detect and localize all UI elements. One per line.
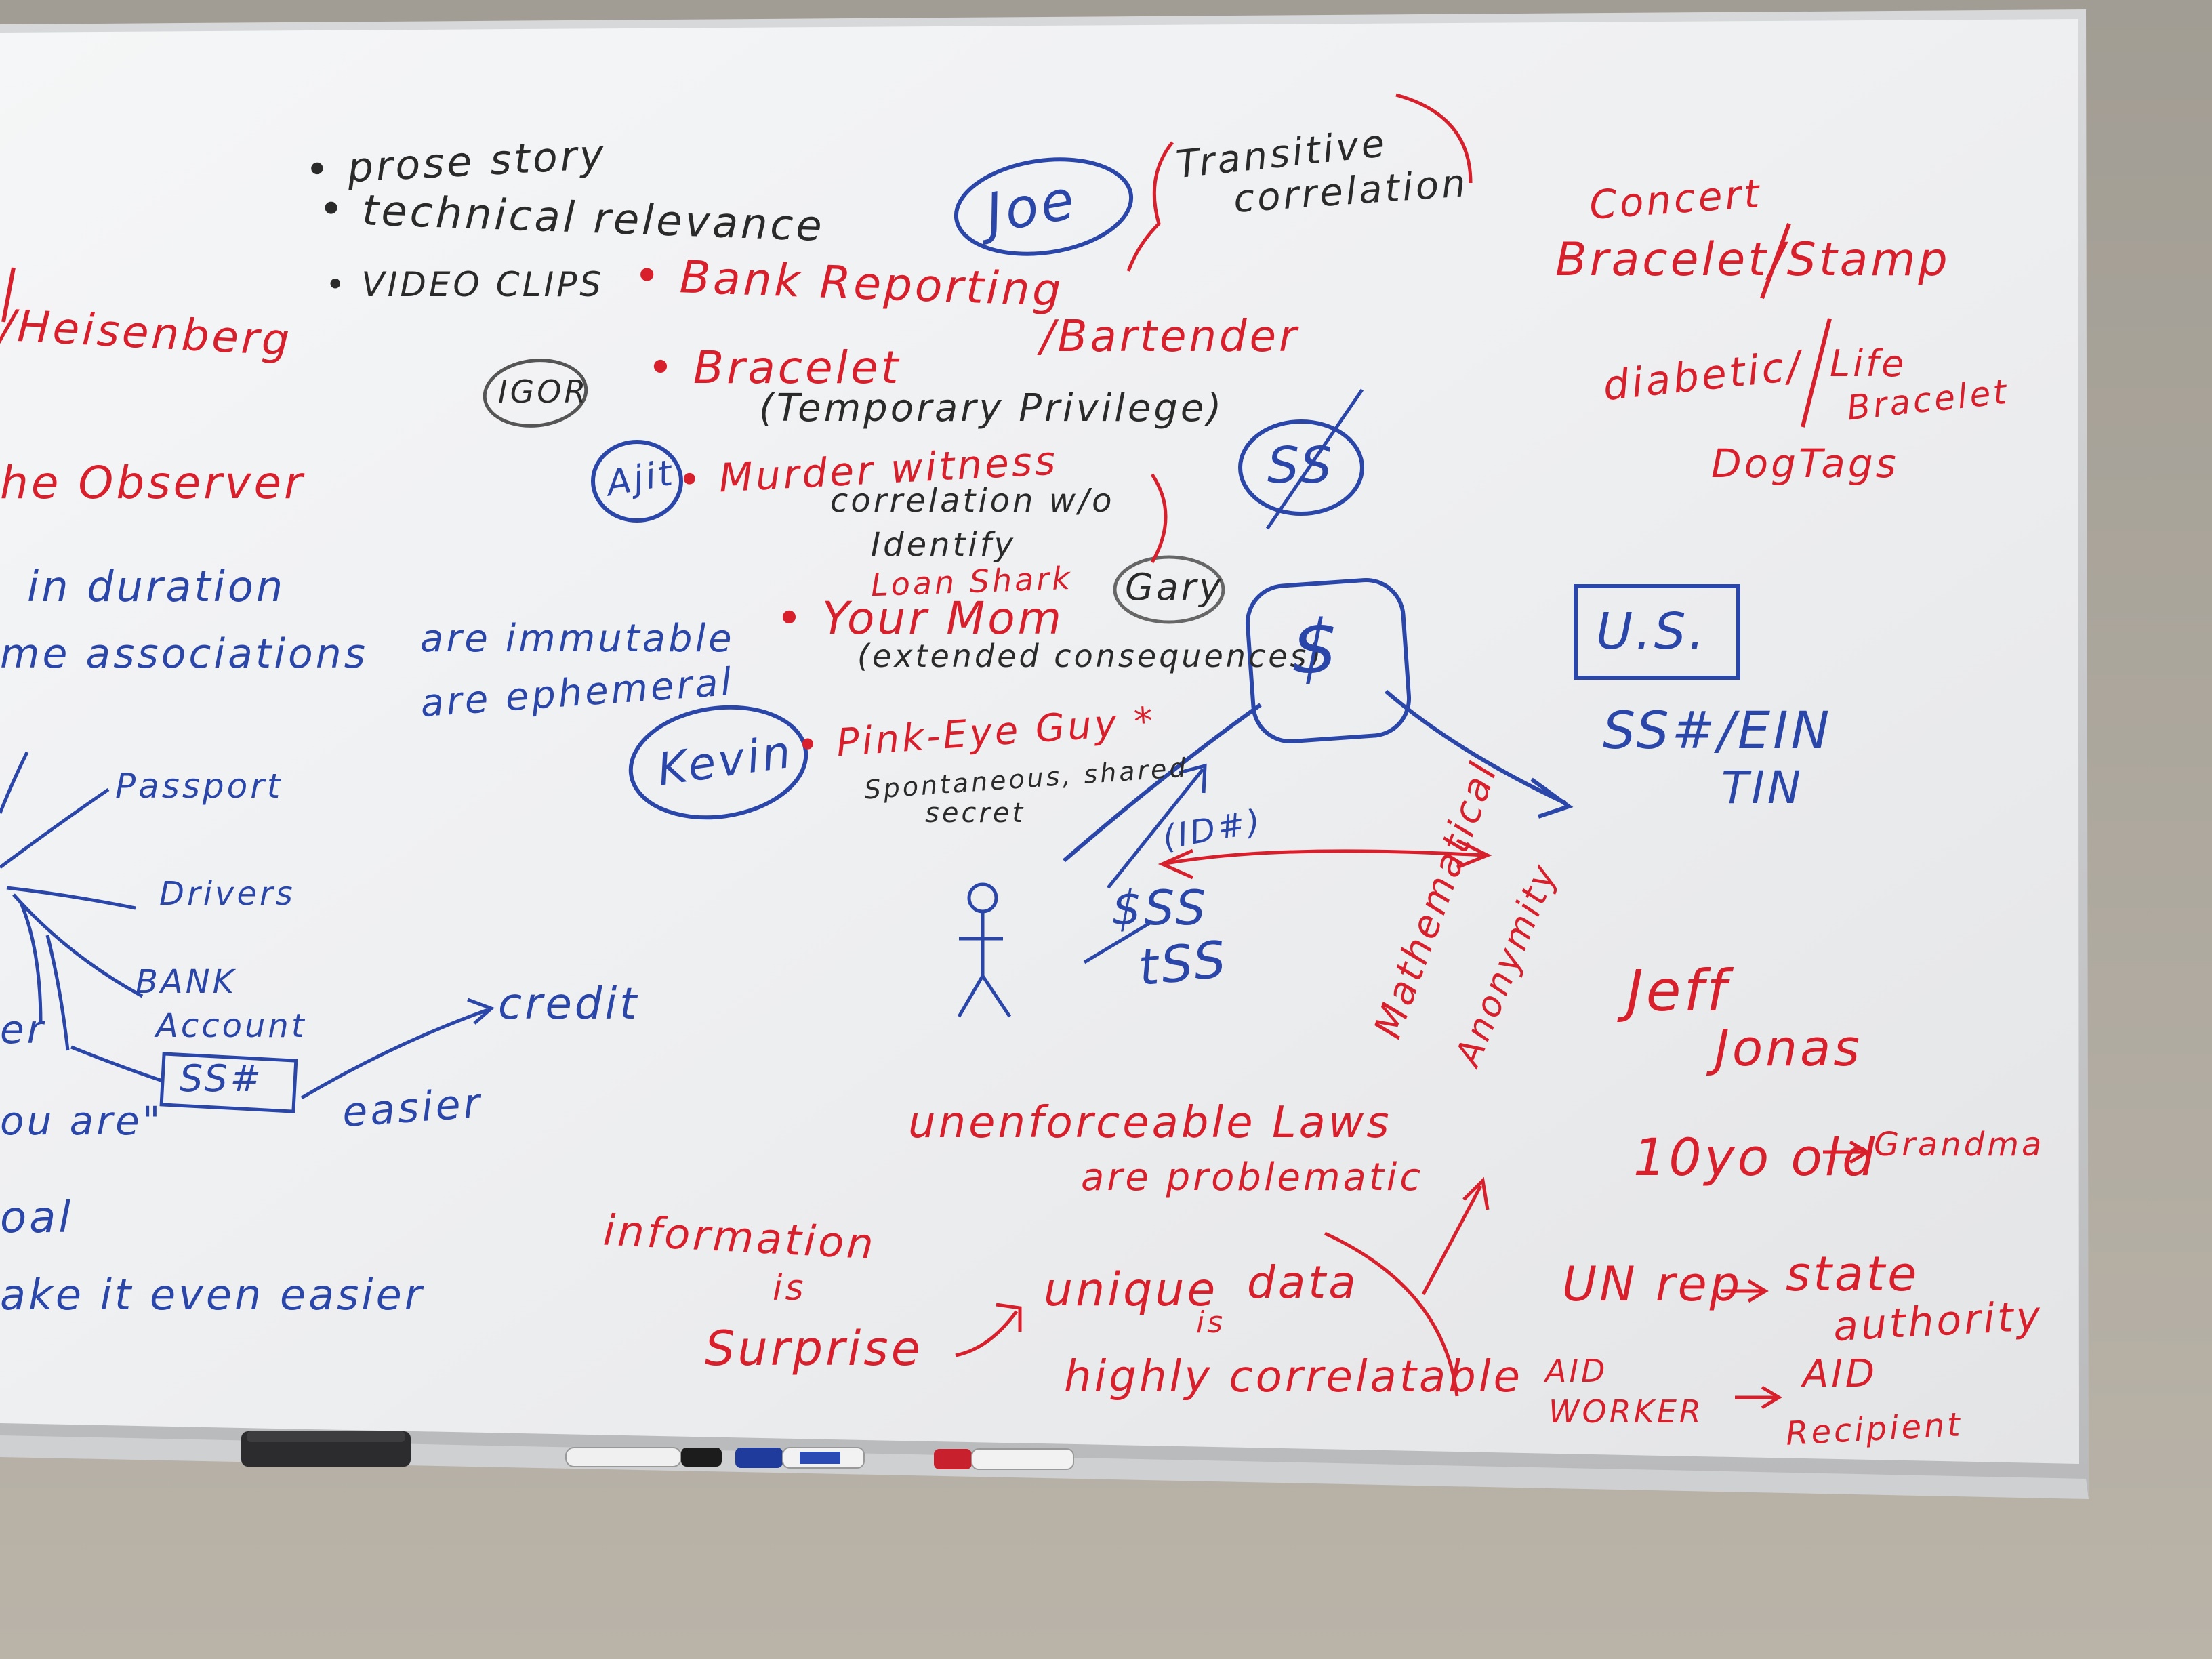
note-10yo-old: 10yo old [1633, 1127, 1878, 1187]
label-ss-ein: SS#/EIN [1603, 700, 1832, 760]
note-dogtags: DogTags [1711, 441, 1899, 487]
arrow-surprise-head [996, 1303, 1022, 1332]
blue-marker [735, 1447, 865, 1469]
arrow-un-rep [1721, 1279, 1769, 1303]
note-un-rep: UN rep [1562, 1256, 1743, 1312]
label-us: U.S. [1596, 602, 1708, 661]
arrow-to-mathematical [1421, 1185, 1483, 1296]
note-concert: Concert [1587, 170, 1763, 228]
note-bracelet-stamp: Bracelet/Stamp [1555, 233, 1950, 287]
note-aid-2: AID [1803, 1352, 1877, 1396]
note-surprise: Surprise [705, 1321, 923, 1376]
red-arc-transitive [1395, 93, 1473, 184]
red-marker [934, 1448, 1074, 1470]
note-drivers: Drivers [159, 875, 295, 913]
label-t-ss: tSS [1135, 930, 1231, 998]
red-double-arrow-head-r [1456, 838, 1492, 869]
note-passport: Passport [115, 766, 283, 806]
arrow-dollar-to-us-head [1530, 777, 1574, 819]
label-joe: Joe [981, 167, 1082, 245]
red-bracket-corr [1150, 473, 1168, 564]
red-bracket-transitive [1126, 141, 1174, 272]
note-the-observer: he Observer [0, 457, 306, 509]
note-is-2: is [1196, 1305, 1226, 1340]
note-er: er [0, 1006, 46, 1052]
note-secret: secret [925, 798, 1026, 829]
arrow-to-credit-head [467, 998, 495, 1025]
note-authority: authority [1832, 1292, 2045, 1351]
note-your-mom: • Your Mom [776, 592, 1064, 644]
arrow-to-credit [300, 1008, 489, 1100]
note-bracelet: • Bracelet [647, 342, 901, 394]
note-extended-consequences: (extended consequences) [857, 638, 1324, 674]
id-tree-lines [0, 751, 163, 1083]
dollar-ss-strike [1083, 920, 1153, 964]
ss-strike [1265, 388, 1364, 530]
arrow-head-up [1179, 763, 1207, 794]
note-highly-correlatable: highly correlatable [1064, 1352, 1523, 1402]
ajit-circle [591, 440, 683, 523]
label-dollar-ss: $SS [1111, 880, 1208, 936]
label-igor: IGOR [498, 373, 589, 410]
note-worker: WORKER [1549, 1393, 1704, 1430]
arrow-10yo [1823, 1140, 1870, 1164]
us-box [1574, 584, 1740, 680]
arrow-surprise-to-unique [955, 1310, 1019, 1357]
note-data: data [1247, 1256, 1359, 1309]
note-bank: BANK [136, 963, 237, 1001]
note-aid: AID [1545, 1353, 1608, 1389]
igor-circle [483, 359, 588, 428]
red-slash-heisenberg [1, 267, 16, 323]
label-ss-circle: SS [1267, 436, 1335, 495]
label-gary: Gary [1125, 566, 1224, 609]
red-slash-diabetic [1801, 318, 1832, 428]
dollar-box [1245, 577, 1412, 744]
note-jonas: Jonas [1715, 1019, 1862, 1078]
note-life: Life [1830, 342, 1907, 385]
kevin-circle [628, 705, 808, 820]
note-are-immutable: are immutable [420, 617, 735, 661]
note-grandma: Grandma [1874, 1126, 2045, 1164]
arrow-up-to-dollar [1107, 768, 1204, 889]
note-unique: unique [1044, 1263, 1218, 1317]
note-associations: me associations [0, 630, 369, 678]
label-ss-hash: SS# [180, 1057, 264, 1100]
note-make-it-even-easier: ake it even easier [0, 1270, 425, 1319]
eraser [241, 1431, 411, 1467]
board-surface [0, 19, 2079, 1464]
gary-circle [1113, 555, 1225, 624]
red-double-arrow [1162, 849, 1485, 866]
label-tin: TIN [1721, 762, 1804, 814]
stick-figure [957, 882, 1012, 1018]
label-dollar: $ [1291, 604, 1341, 691]
note-easier: easier [340, 1079, 485, 1137]
line-dollar-to-person [1063, 703, 1262, 863]
note-correlation-wo: correlation w/o [830, 482, 1115, 520]
note-temporary-privilege: (Temporary Privilege) [759, 386, 1225, 430]
black-marker [565, 1447, 722, 1467]
note-video-clips: • VIDEO CLIPS [325, 265, 605, 304]
arrow-aid [1735, 1385, 1782, 1410]
joe-circle [954, 157, 1134, 256]
note-in-duration: in duration [27, 562, 286, 611]
note-bartender: /Bartender [1040, 312, 1300, 362]
note-identify: Identify [871, 526, 1017, 564]
note-are-problematic: are problematic [1081, 1155, 1424, 1200]
note-credit: credit [498, 979, 640, 1029]
red-double-arrow-head-l [1158, 848, 1194, 880]
arrow-dollar-to-us [1385, 689, 1567, 805]
note-state: state [1786, 1246, 1920, 1302]
arrow-to-mathematical-head [1462, 1176, 1490, 1210]
note-unenforceable-laws: unenforceable Laws [908, 1098, 1392, 1148]
red-slash-concert [1760, 222, 1791, 300]
note-is: is [773, 1268, 806, 1309]
note-goal: oal [0, 1193, 74, 1243]
note-recipient: Recipient [1784, 1406, 1964, 1453]
ss-circle [1238, 419, 1364, 516]
note-you-are: ou are" [0, 1098, 163, 1144]
note-account: Account [156, 1007, 307, 1045]
note-jeff: Jeff [1626, 958, 1729, 1024]
red-curve-correlatable [1324, 1231, 1459, 1397]
